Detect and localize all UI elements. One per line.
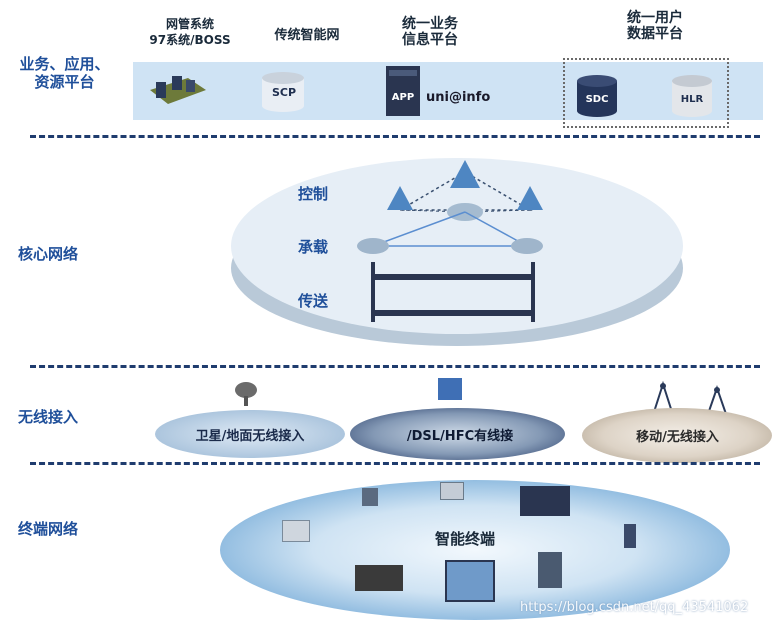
hlr-database-icon <box>670 74 714 118</box>
core-bearer-label: 承载 <box>298 238 329 256</box>
unified-service-label: 统一业务 信息平台 <box>402 16 458 48</box>
divider-1 <box>30 135 760 138</box>
core-network-disc <box>225 150 690 355</box>
scp-title: 传统智能网 <box>274 28 340 43</box>
terminal-device-icon <box>624 524 636 548</box>
user-data-label: 统一用户 数据平台 <box>627 10 683 42</box>
layer-label-terminal: 终端网络 <box>18 520 79 538</box>
smart-terminal-label: 智能终端 <box>434 530 495 548</box>
mobile-access-label: 移动/无线接入 <box>636 430 719 445</box>
divider-2 <box>30 365 760 368</box>
layer-label-core: 核心网络 <box>18 245 79 263</box>
business-band <box>133 62 763 120</box>
satellite-dish-icon <box>232 378 262 408</box>
scp-database-icon <box>258 70 308 114</box>
core-transport-label: 传送 <box>298 292 329 310</box>
sdc-database-icon <box>575 74 619 118</box>
terminal-device-icon <box>355 565 403 591</box>
divider-3 <box>30 462 760 465</box>
terminal-device-icon <box>440 482 464 500</box>
oss-server-icon <box>148 68 208 108</box>
terminal-device-icon <box>520 486 570 516</box>
terminal-device-icon <box>445 560 495 602</box>
core-control-label: 控制 <box>298 185 329 203</box>
terminal-device-icon <box>362 488 378 506</box>
sdc-icon-label: SDC <box>585 94 609 105</box>
uniinfo-label: uni@info <box>426 90 491 105</box>
wired-access-label: /DSL/HFC有线接 <box>406 429 514 444</box>
satellite-access-label: 卫星/地面无线接入 <box>195 429 305 444</box>
hlr-icon-label: HLR <box>680 94 704 105</box>
oss-label: 网管系统 97系统/BOSS <box>149 17 231 47</box>
user-data-group-box <box>563 58 729 128</box>
layer-label-access: 无线接入 <box>18 408 79 426</box>
terminal-device-icon <box>538 552 562 588</box>
satellite-access-ellipse <box>155 410 345 458</box>
app-server-icon <box>386 66 420 116</box>
mobile-access-ellipse <box>582 408 772 463</box>
scp-icon-label: SCP <box>271 86 297 99</box>
layer-label-business: 业务、应用、 资源平台 <box>19 55 110 91</box>
app-icon-label: APP <box>391 92 415 103</box>
terminal-device-icon <box>282 520 310 542</box>
watermark: https://blog.csdn.net/qq_43541062 <box>520 600 749 615</box>
wired-access-ellipse <box>350 408 565 460</box>
wired-access-icon <box>438 378 462 400</box>
